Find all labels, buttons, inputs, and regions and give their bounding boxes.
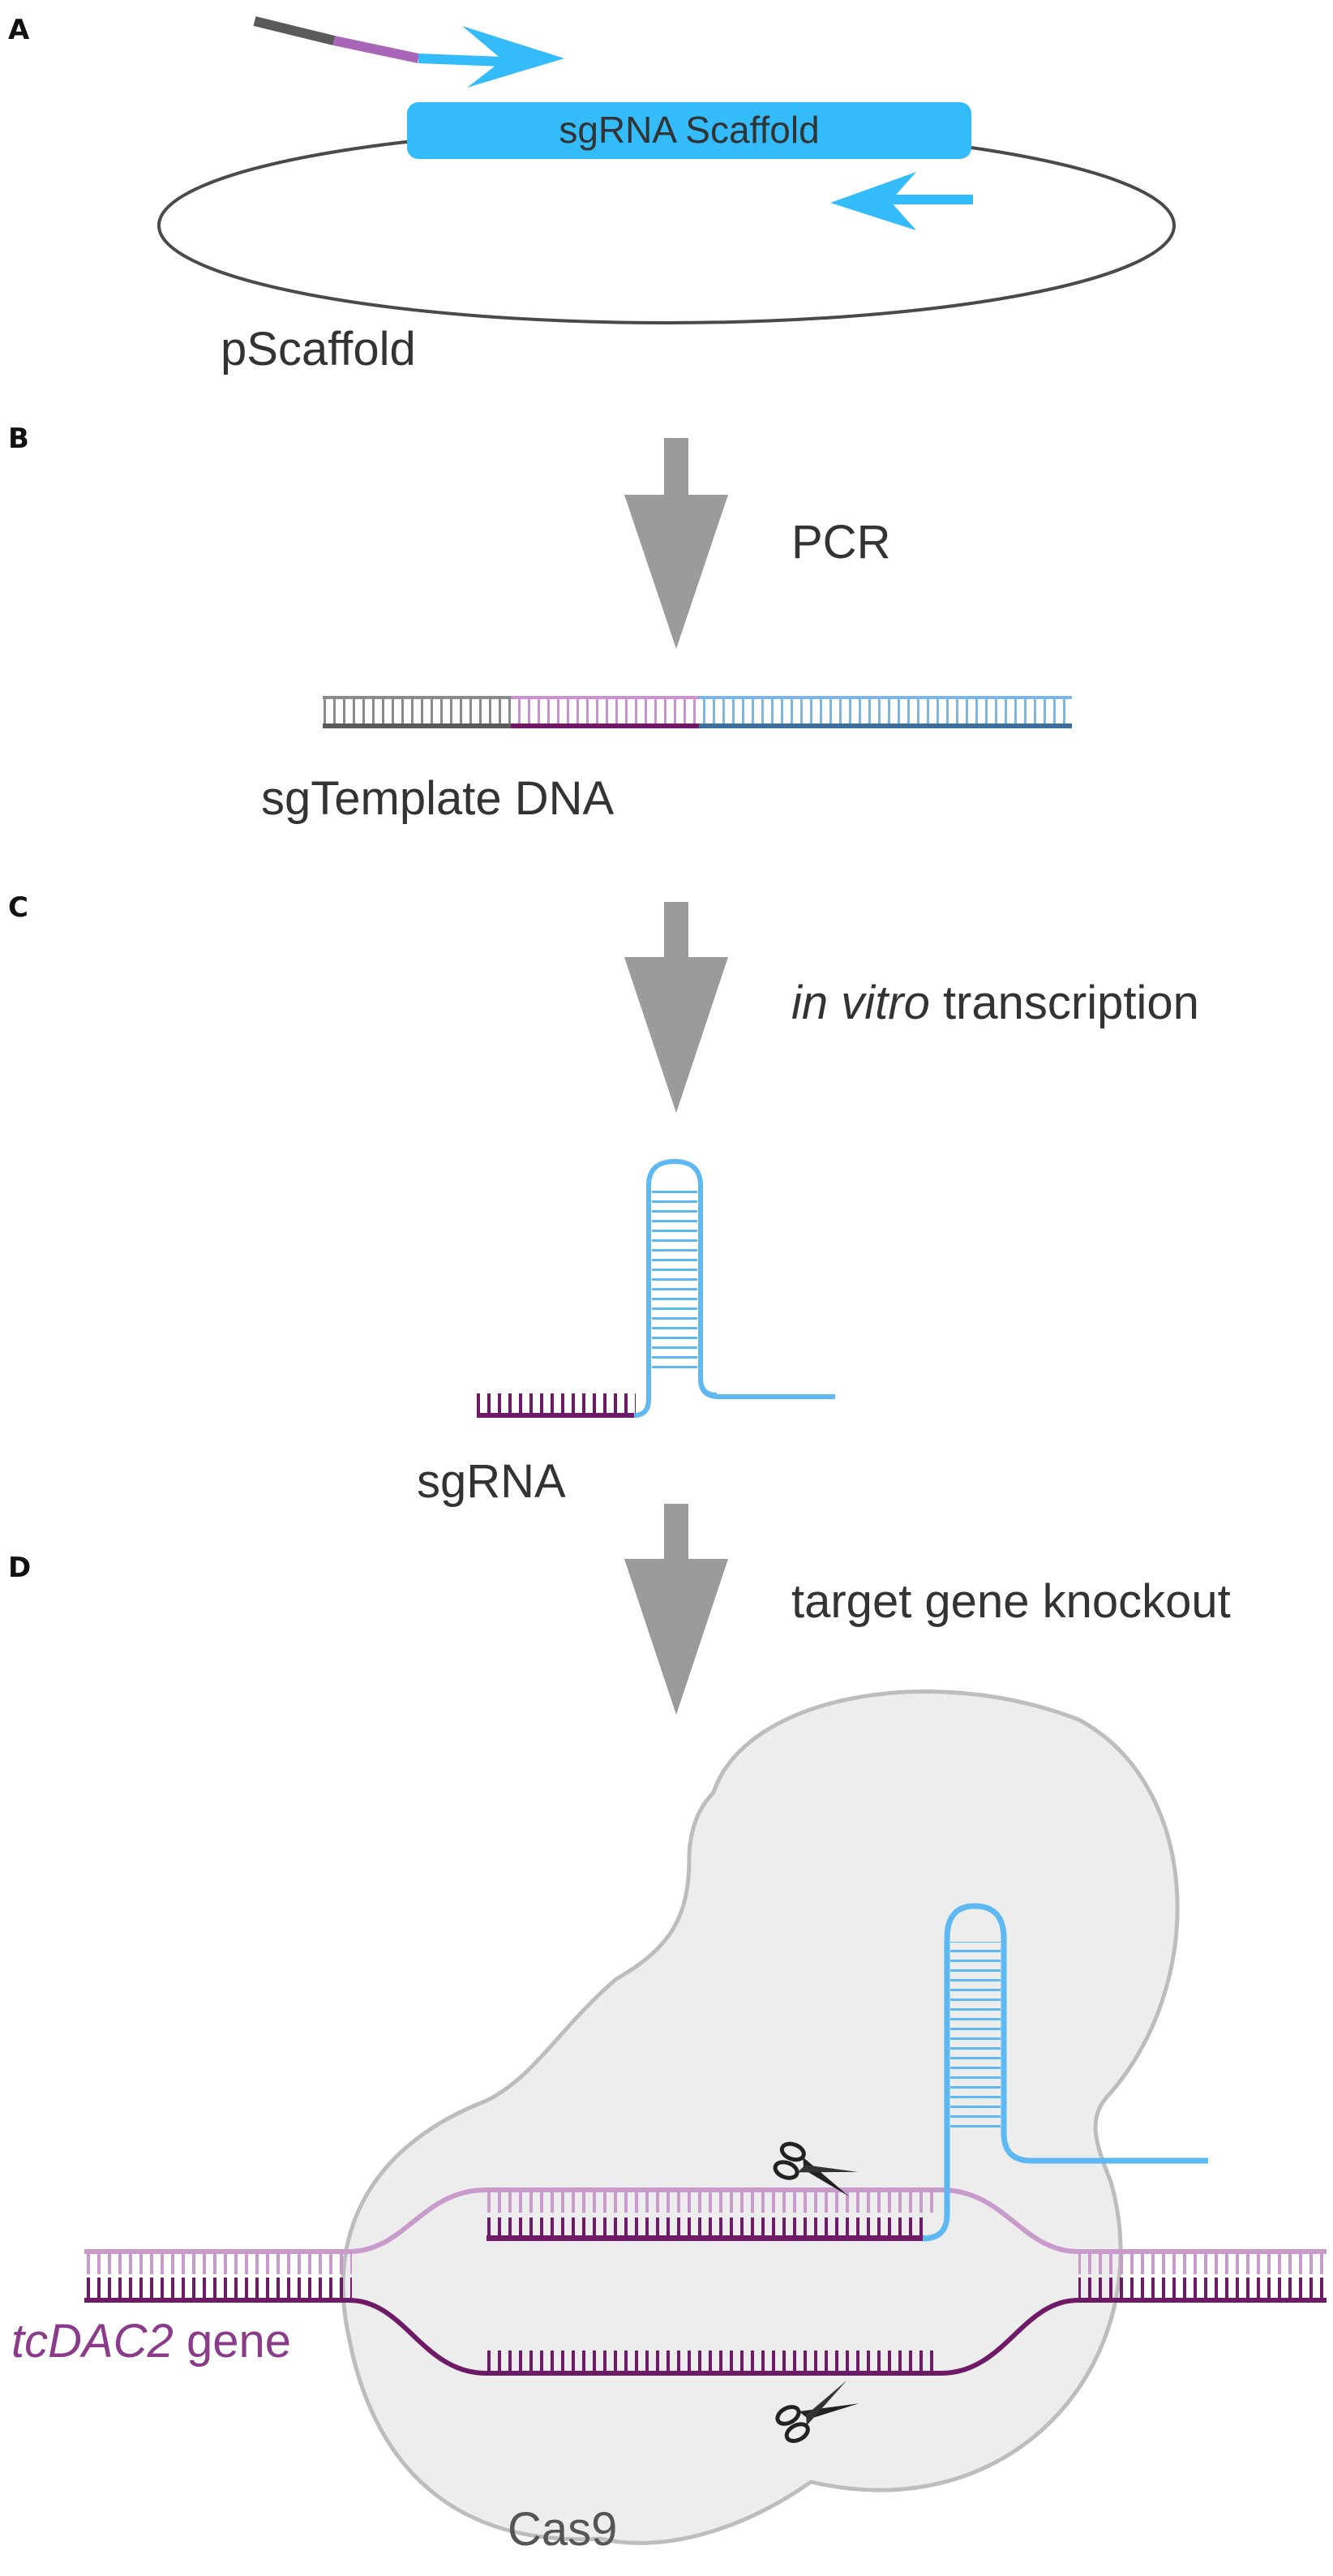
panel-d: D target gene knockout: [8, 1504, 1327, 2556]
primer-blue-segment: [418, 54, 504, 67]
primer-purple-segment: [332, 36, 420, 63]
forward-arrow-head: [462, 26, 564, 88]
gene-label-rest: gene: [174, 2315, 291, 2368]
sgrna-molecule: [477, 1158, 835, 1418]
target-dna-top-strand: [84, 2187, 1327, 2274]
ivt-step-label-rest: transcription: [930, 977, 1199, 1029]
pcr-step-label: PCR: [791, 516, 890, 569]
reverse-arrow-head: [830, 172, 916, 230]
ivt-step-label-italic: in vitro: [791, 977, 930, 1029]
scaffold-label: sgRNA Scaffold: [559, 109, 819, 151]
panel-letter-c: C: [8, 891, 28, 924]
sgrna-scaffold-bar: [407, 102, 971, 159]
reverse-primer: [830, 172, 973, 230]
panel-letter-d: D: [8, 1552, 31, 1584]
gene-label-italic: tcDAC2: [11, 2315, 174, 2368]
primer-gray-segment: [253, 16, 336, 45]
panel-b: B PCR sgTemplate DNA: [8, 423, 1072, 825]
panel-letter-a: A: [8, 14, 30, 46]
cas9-label: Cas9: [508, 2503, 617, 2556]
target-dna-bottom-strand: [84, 2278, 1327, 2376]
forward-primer: [253, 16, 564, 88]
gene-label: tcDAC2 gene: [11, 2315, 291, 2368]
ivt-step-label: in vitro transcription: [791, 977, 1199, 1029]
panel-letter-b: B: [8, 423, 29, 455]
sgtemplate-dna: [323, 696, 1072, 728]
down-arrow-icon: [624, 438, 728, 649]
down-arrow-icon: [624, 902, 728, 1113]
bound-sgrna: [486, 1903, 1208, 2242]
down-arrow-icon: [624, 1504, 728, 1715]
knockout-step-label: target gene knockout: [791, 1575, 1231, 1628]
cas9-protein: [341, 1689, 1180, 2545]
plasmid-label: pScaffold: [221, 323, 416, 376]
panel-c: C in vitro transcription sgRNA: [8, 891, 1199, 1508]
sgtemplate-dna-label: sgTemplate DNA: [261, 772, 614, 825]
panel-a: A sgRNA Scaffold pScaffold: [8, 14, 1176, 376]
scissors-icon: [775, 2380, 859, 2443]
sgrna-label: sgRNA: [417, 1455, 566, 1508]
